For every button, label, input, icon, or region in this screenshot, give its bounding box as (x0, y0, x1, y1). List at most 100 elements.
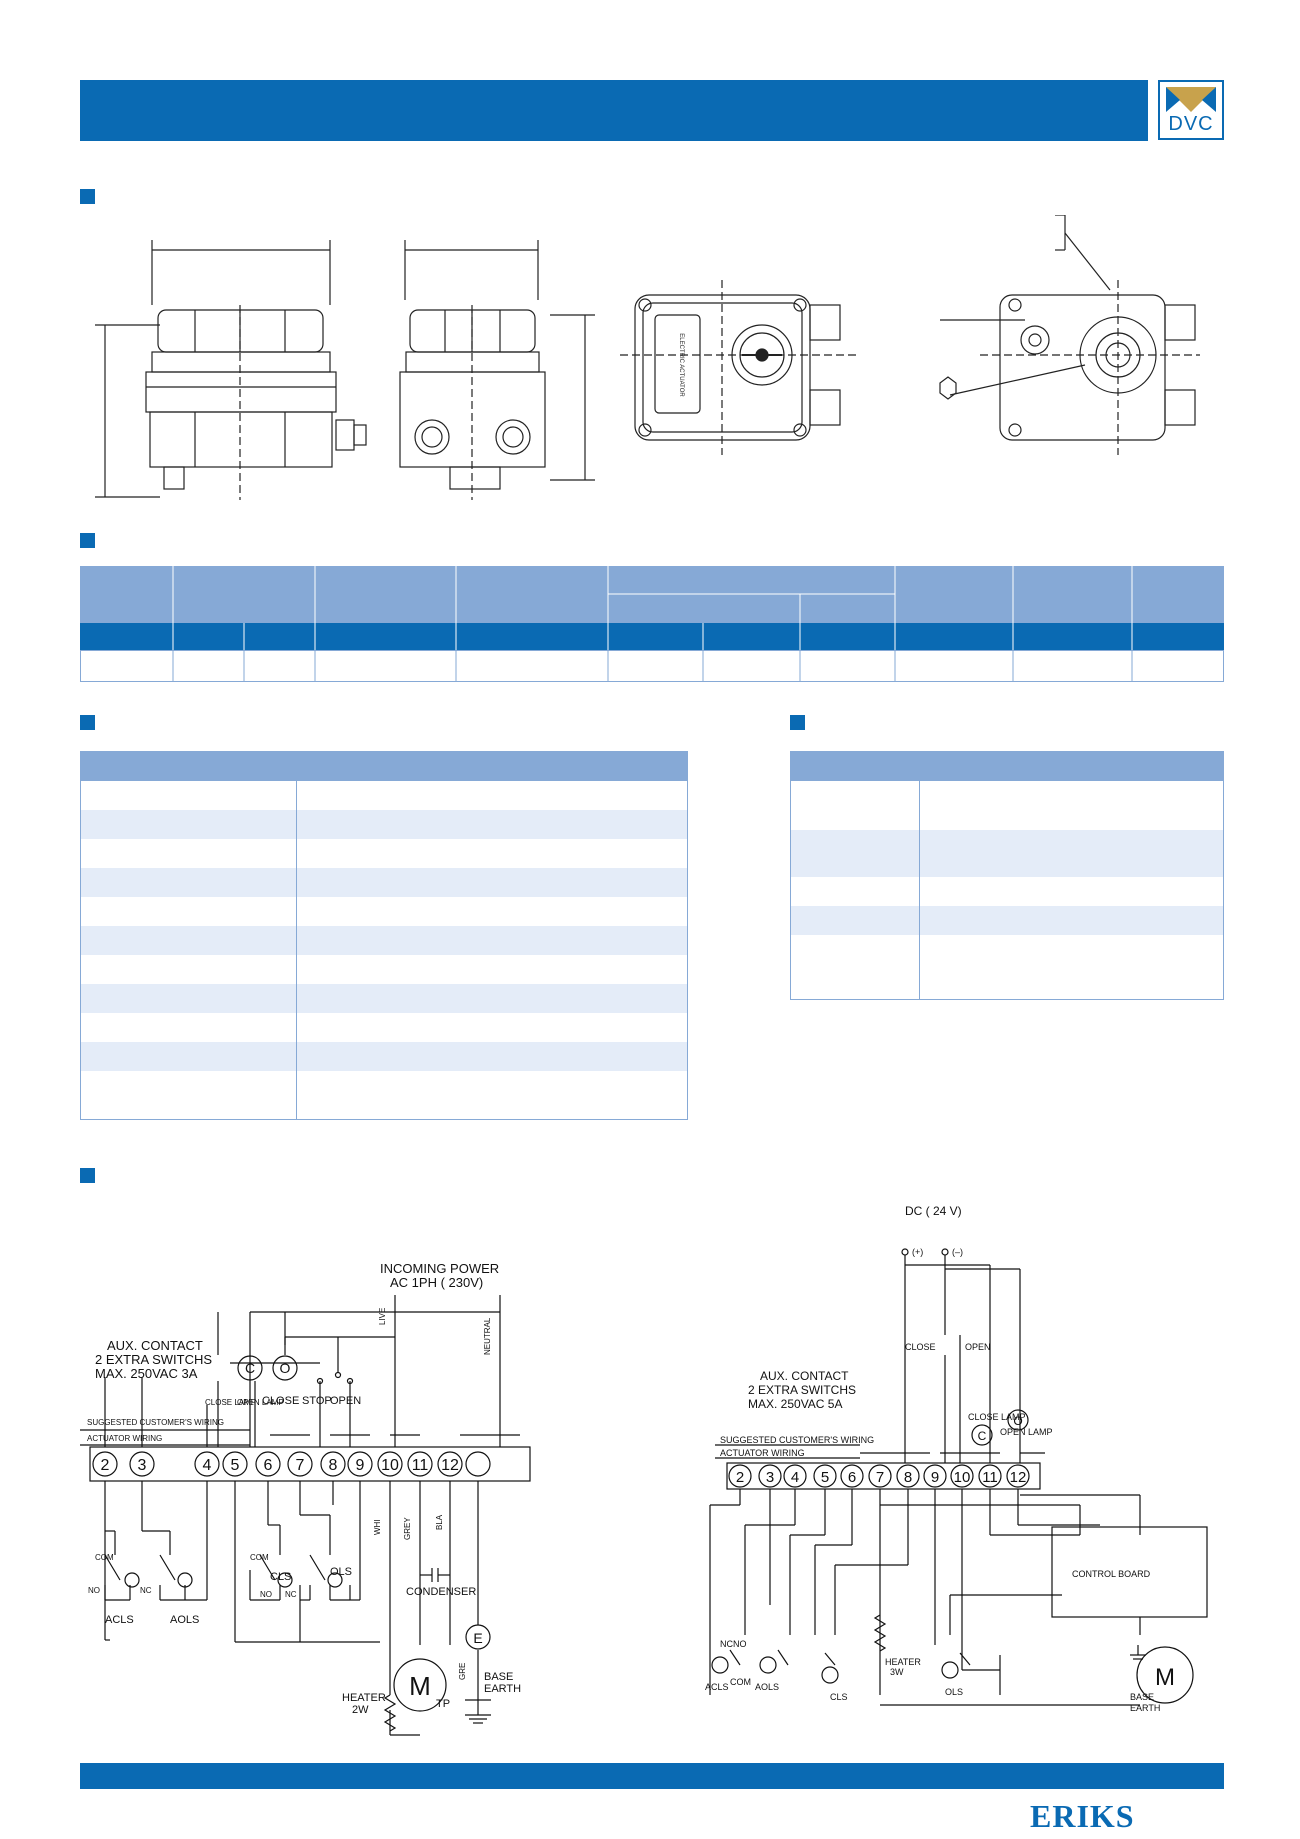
ac-whi-label: WHI (373, 1519, 382, 1535)
ac-terminal-9: 9 (356, 1457, 365, 1474)
spec-row (81, 926, 687, 955)
ac-gre-label: GRE (458, 1663, 467, 1680)
dc-aux-switches: 2 EXTRA SWITCHS (748, 1383, 856, 1397)
ac-open-lamp-icon: O (280, 1360, 291, 1376)
dc-plus-label: (+) (912, 1247, 923, 1257)
ac-actuator-wiring-label: ACTUATOR WIRING (87, 1434, 162, 1443)
dc-terminal-3: 3 (766, 1469, 774, 1486)
section-marker-dimensions (80, 189, 95, 204)
dc-terminal-4: 4 (791, 1469, 799, 1486)
ac-wiring-diagram: 2 3 4 5 6 7 8 9 10 11 12 INCOMING POWER … (80, 1261, 531, 1736)
dc-aux-contact: AUX. CONTACT (760, 1369, 849, 1383)
ac-terminal-11: 11 (412, 1457, 429, 1474)
footer-bar (80, 1763, 1224, 1789)
ac-aux-max: MAX. 250VAC 3A (95, 1366, 198, 1381)
materials-row (791, 906, 1223, 935)
ac-acls-nc: NC (140, 1586, 152, 1595)
section-marker-materials (790, 715, 805, 730)
ac-aols-label: AOLS (170, 1614, 199, 1626)
dc-acls-label: ACLS (705, 1682, 729, 1692)
ac-ols-label: OLS (330, 1566, 352, 1578)
ac-terminal-8: 8 (329, 1457, 338, 1474)
spec-row (81, 984, 687, 1013)
dc-power-title: DC ( 24 V) (905, 1204, 962, 1218)
front-view-drawing (399, 240, 595, 500)
ac-thermal-protector-label: TP (436, 1698, 450, 1710)
dvc-logo: DVC (1158, 80, 1224, 140)
spec-row (81, 810, 687, 839)
spec-row (81, 868, 687, 897)
materials-row (791, 830, 1223, 877)
ac-open-lamp-label: OPEN LAMP (237, 1398, 284, 1407)
ac-grey-label: GREY (403, 1517, 412, 1540)
ac-cls-label: CLS (270, 1571, 291, 1583)
spec-header-row (81, 752, 687, 781)
ac-customer-wiring-label: SUGGESTED CUSTOMER'S WIRING (87, 1418, 224, 1427)
dc-cls-label: CLS (830, 1692, 848, 1702)
ac-terminal-10: 10 (381, 1457, 399, 1474)
ac-bla-label: BLA (435, 1514, 444, 1530)
side-view-drawing (95, 240, 367, 500)
dc-actuator-wiring-label: ACTUATOR WIRING (720, 1448, 805, 1458)
ac-close-lamp-label: CLOSE LAMP (205, 1398, 256, 1407)
ac-close-lamp-icon: C (245, 1360, 255, 1376)
section-marker-specifications (80, 715, 95, 730)
logo-mark-icon (1166, 87, 1216, 112)
dc-minus-label: (–) (952, 1247, 963, 1257)
dc-motor-icon: M (1155, 1664, 1175, 1691)
dc-terminal-5: 5 (821, 1469, 829, 1486)
ac-terminal-3: 3 (138, 1457, 147, 1474)
section-marker-dimension-table (80, 533, 95, 548)
dc-earth-label: EARTH (1130, 1703, 1160, 1713)
materials-column-divider (919, 752, 920, 999)
dc-aols-label: AOLS (755, 1682, 779, 1692)
ac-power-title-line1: INCOMING POWER (380, 1261, 499, 1276)
spec-row (81, 1042, 687, 1071)
table-grid (172, 566, 1133, 682)
dc-heater-watt: 3W (890, 1667, 904, 1677)
ac-condenser-label: CONDENSER (406, 1586, 476, 1598)
dc-ols-label: OLS (945, 1687, 963, 1697)
ac-cls-com: COM (250, 1553, 269, 1562)
specifications-table (80, 751, 688, 1120)
ac-cls-nc: NC (285, 1590, 297, 1599)
dc-aux-max: MAX. 250VAC 5A (748, 1397, 843, 1411)
ac-acls-no: NO (88, 1586, 100, 1595)
actuator-nameplate-label: ELECTRIC ACTUATOR (678, 333, 684, 397)
materials-table (790, 751, 1224, 1000)
ac-terminal-12: 12 (441, 1457, 459, 1474)
logo-text: DVC (1168, 113, 1214, 135)
ac-close-label: CLOSE (262, 1395, 299, 1407)
dc-close-lamp-icon: C (978, 1429, 987, 1443)
ac-terminal-7: 7 (296, 1457, 305, 1474)
dc-open-lamp-label: OPEN LAMP (1000, 1427, 1053, 1437)
ac-aux-contact: AUX. CONTACT (107, 1338, 203, 1353)
bottom-view-drawing (939, 215, 1200, 455)
eriks-brand: ERIKS (1030, 1798, 1135, 1834)
dc-terminal-2: 2 (736, 1469, 744, 1486)
section-marker-wiring (80, 1168, 95, 1183)
ac-earth-label: EARTH (484, 1683, 521, 1695)
header-bar (80, 80, 1148, 141)
dc-close-label: CLOSE (905, 1342, 936, 1352)
dc-close-lamp-label: CLOSE LAMP (968, 1412, 1026, 1422)
dc-acls-nc: NC (720, 1639, 733, 1649)
table-data-row (80, 650, 1224, 682)
dimension-table (80, 566, 1224, 682)
ac-heater-watt: 2W (352, 1704, 369, 1716)
ac-earth-symbol: E (473, 1630, 482, 1646)
ac-open-label: OPEN (330, 1395, 361, 1407)
dc-acls-com: COM (730, 1677, 751, 1687)
ac-live-label: LIVE (378, 1308, 387, 1325)
top-view-drawing (620, 280, 860, 455)
ac-acls-label: ACLS (105, 1614, 134, 1626)
ac-acls-com: COM (95, 1553, 114, 1562)
ac-stop-label: STOP (302, 1395, 332, 1407)
ac-terminal-6: 6 (264, 1457, 273, 1474)
dc-terminal-8: 8 (904, 1469, 912, 1486)
dc-acls-no: NO (733, 1639, 747, 1649)
dc-open-label: OPEN (965, 1342, 991, 1352)
ac-aux-switches: 2 EXTRA SWITCHS (95, 1352, 212, 1367)
dc-terminal-12: 12 (1010, 1469, 1027, 1486)
materials-header-row (791, 752, 1223, 781)
